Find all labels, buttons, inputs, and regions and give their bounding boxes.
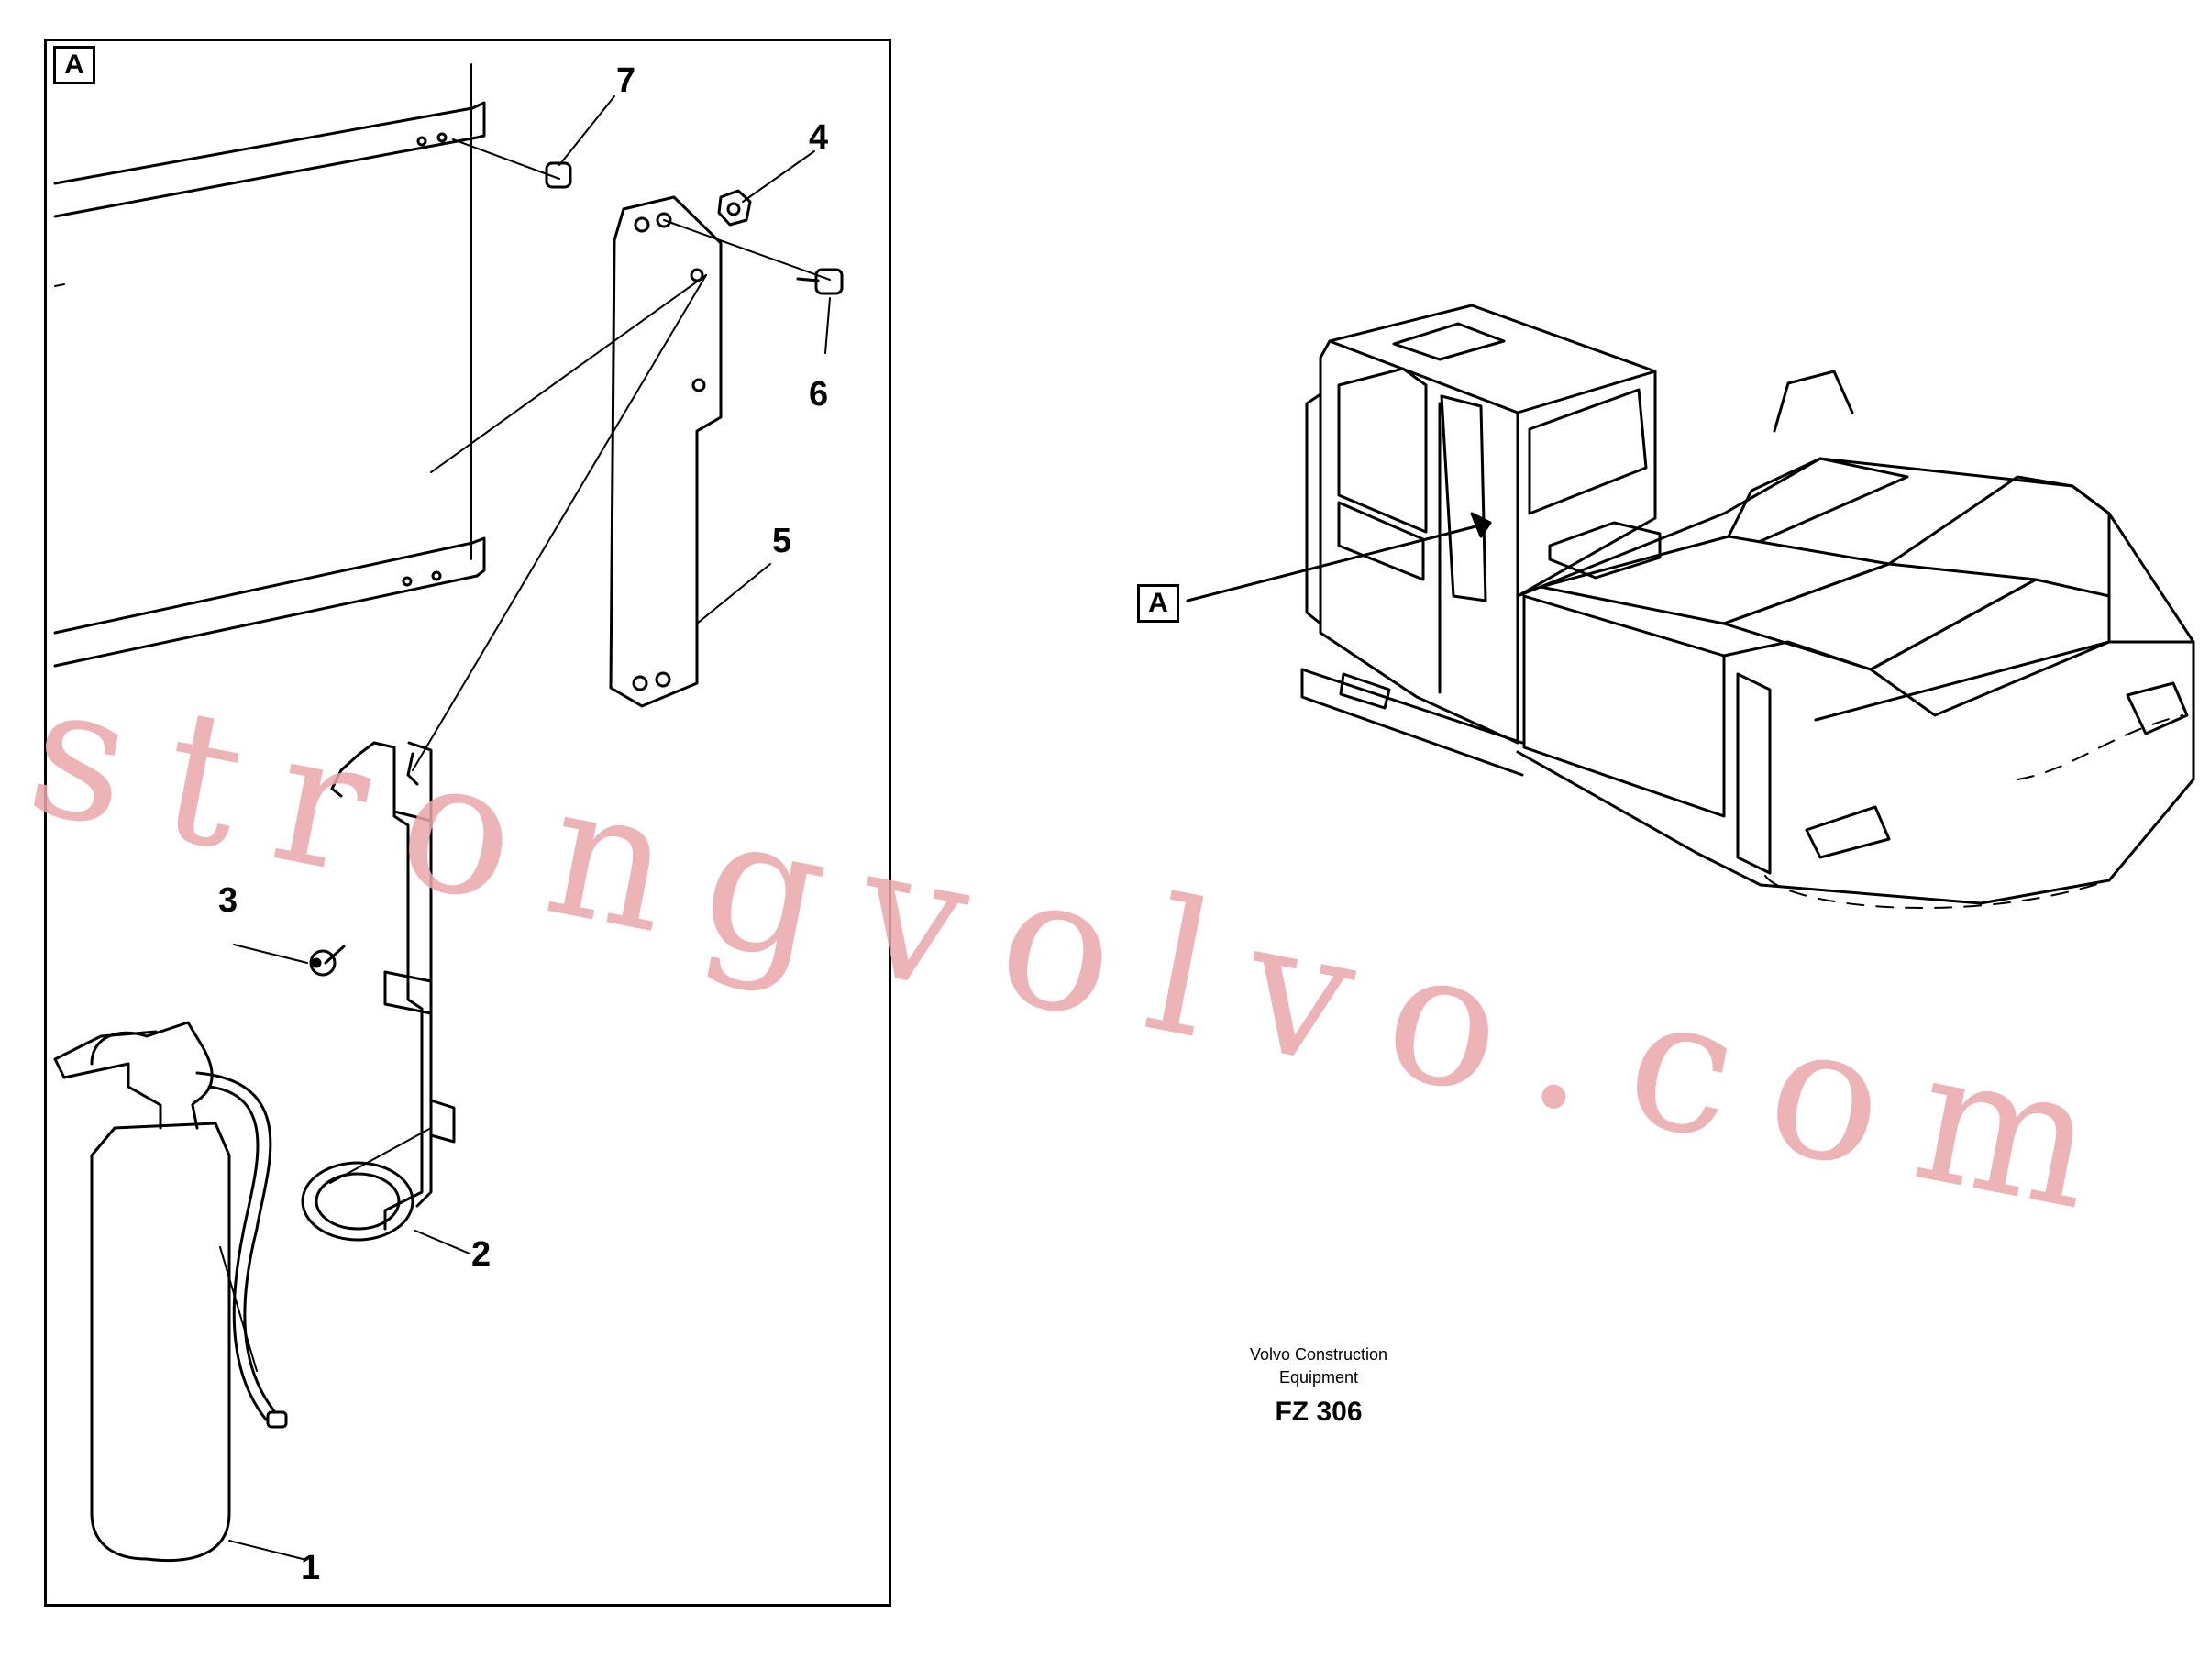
callout-3: 3 (218, 881, 238, 920)
fire-extinguisher (53, 1021, 288, 1563)
caption-line-1: Volvo Construction (1249, 1345, 1388, 1364)
detail-view-tag: A (53, 46, 95, 84)
excavator-body (1186, 304, 2195, 910)
callout-1: 1 (301, 1549, 321, 1587)
caption-line-2: Equipment (1278, 1368, 1359, 1387)
parts-diagram: A (15, 39, 2195, 1607)
detail-view-frame (44, 39, 891, 1607)
diagram-caption: Volvo Construction Equipment FZ 306 (1144, 1343, 1493, 1428)
extinguisher-holder (301, 274, 707, 1242)
callout-7: 7 (616, 61, 636, 100)
machine-view-tag: A (1137, 584, 1179, 623)
fasteners (309, 138, 844, 1184)
figure-code: FZ 306 (1275, 1397, 1363, 1427)
callout-2: 2 (471, 1235, 492, 1274)
callout-5: 5 (772, 522, 792, 560)
callout-leaders (228, 95, 831, 1560)
cab-wall-structure (53, 63, 486, 668)
mounting-bracket (609, 195, 723, 708)
callout-6: 6 (809, 375, 829, 414)
callout-4: 4 (809, 118, 829, 157)
line-art (53, 63, 2195, 1563)
